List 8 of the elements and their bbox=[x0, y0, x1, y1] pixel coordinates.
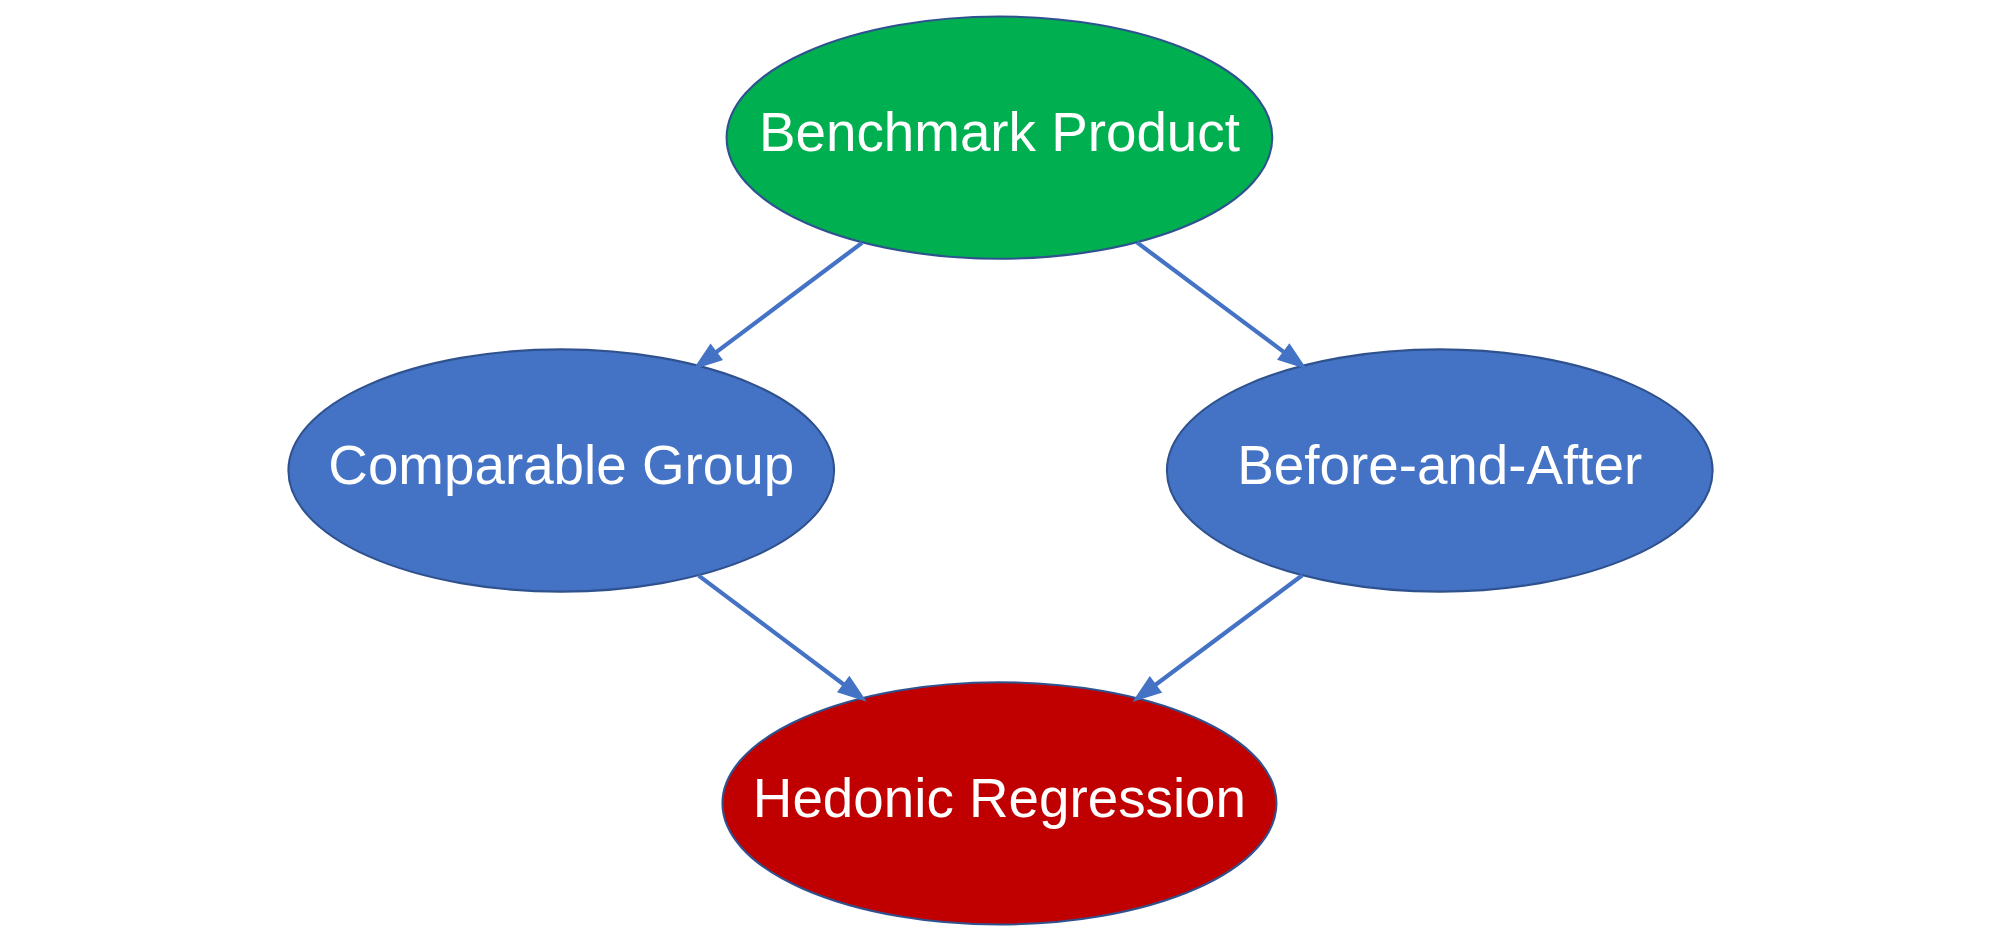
arrow bbox=[696, 574, 867, 702]
arrow bbox=[1131, 573, 1303, 703]
node-ellipse: Comparable Group bbox=[286, 348, 835, 593]
node-ellipse: Hedonic Regression bbox=[720, 681, 1277, 926]
arrow bbox=[692, 241, 863, 370]
node-ellipse: Before-and-After bbox=[1165, 348, 1714, 593]
arrow bbox=[1135, 240, 1307, 370]
node-ellipse: Benchmark Product bbox=[725, 15, 1273, 260]
